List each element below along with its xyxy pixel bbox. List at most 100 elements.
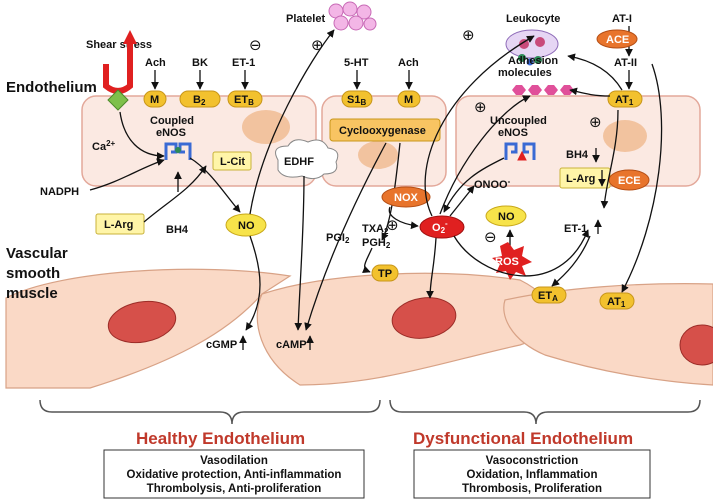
vsm-label-2: smooth <box>6 265 60 282</box>
bracket-healthy <box>39 399 381 425</box>
ach-label-2: Ach <box>398 57 419 69</box>
pgh2-label: PGH2 <box>362 237 391 250</box>
svg-text:AT1: AT1 <box>607 296 626 309</box>
shear-stress-label: Shear stress <box>86 39 152 51</box>
plus-sign-nox: ⊕ <box>386 216 399 234</box>
plus-sign-leukocyte: ⊕ <box>462 26 475 44</box>
svg-text:TP: TP <box>378 268 392 280</box>
uncoupled-label-2: eNOS <box>498 127 528 139</box>
no-molecule-dys <box>485 205 527 227</box>
minus-sign-platelet: ⊖ <box>249 36 262 54</box>
bracket-dysfunctional <box>389 399 701 425</box>
dys-line-2: Oxidation, Inflammation <box>467 469 598 481</box>
receptor-eta <box>531 286 567 304</box>
platelet-cluster-icon <box>328 1 377 31</box>
adhesion-label-1: Adhesion <box>508 55 558 67</box>
muscle-nucleus-2 <box>391 297 457 339</box>
svg-text:ACE: ACE <box>606 34 629 46</box>
cloud-icon <box>275 139 339 180</box>
enos-dimer-icon-coupled <box>164 142 192 160</box>
svg-text:L-Cit: L-Cit <box>220 156 245 168</box>
muscle-nucleus-1 <box>107 300 177 344</box>
txa2-label: TXA2 <box>362 223 389 236</box>
ca-label: Ca2+ <box>92 139 116 153</box>
adhesion-label-2: molecules <box>498 67 552 79</box>
receptor-m2 <box>397 90 421 108</box>
pgi2-label: PGI2 <box>326 232 350 245</box>
svg-text:B2: B2 <box>193 94 206 107</box>
enos-dimer-icon-uncoupled <box>504 142 536 161</box>
et1-label-dys: ET-1 <box>564 223 587 235</box>
ach-label-1: Ach <box>145 57 166 69</box>
svg-text:S1B: S1B <box>347 94 366 107</box>
nox-enzyme <box>381 186 431 208</box>
healthy-line-2: Oxidative protection, Anti-inflammation <box>127 469 342 481</box>
svg-text:AT1: AT1 <box>615 94 634 107</box>
svg-text:ETA: ETA <box>538 290 558 303</box>
receptor-b2 <box>179 90 221 108</box>
ace-enzyme <box>596 29 638 49</box>
leukocyte-label: Leukocyte <box>506 13 560 25</box>
svg-text:NOX: NOX <box>394 192 419 204</box>
svg-text:L-Arg: L-Arg <box>566 173 595 185</box>
svg-text:L-Arg: L-Arg <box>104 219 133 231</box>
coupled-label-2: eNOS <box>156 127 186 139</box>
dys-line-1: Vasoconstriction <box>486 455 579 467</box>
svg-text:ECE: ECE <box>618 175 641 187</box>
et1-label-top: ET-1 <box>232 57 255 69</box>
svg-text:Cyclooxygenase: Cyclooxygenase <box>339 125 426 137</box>
receptor-m1 <box>143 90 167 108</box>
healthy-summary-box <box>103 449 365 499</box>
dys-line-3: Thrombosis, Proliferation <box>462 483 602 495</box>
dysfunctional-title: Dysfunctional Endothelium <box>413 429 633 448</box>
plus-sign-platelet: ⊕ <box>311 36 324 54</box>
platelet-label: Platelet <box>286 13 325 25</box>
no-molecule-healthy <box>225 213 267 237</box>
receptor-at1-vsm <box>599 292 635 310</box>
plus-sign-adhesion: ⊕ <box>474 98 487 116</box>
svg-text:NO: NO <box>238 220 255 232</box>
adhesion-molecules-icon <box>512 85 574 95</box>
svg-text:NO: NO <box>498 211 515 223</box>
dysfunctional-summary-box <box>413 449 651 499</box>
edhf-label: EDHF <box>284 156 314 168</box>
5ht-label: 5-HT <box>344 57 369 69</box>
cyclooxygenase-box <box>329 118 441 142</box>
uncoupled-label-1: Uncoupled <box>490 115 547 127</box>
at1-input-label: AT-I <box>612 13 632 25</box>
vsm-label-3: muscle <box>6 285 58 302</box>
ros-burst <box>492 242 532 280</box>
bh4-label-dys: BH4 <box>566 149 589 161</box>
onoo-label: ONOO- <box>474 177 511 191</box>
bh4-label-healthy: BH4 <box>166 224 189 236</box>
vsm-label-1: Vascular <box>6 245 68 262</box>
healthy-line-1: Vasodilation <box>200 455 268 467</box>
receptor-s1b <box>341 90 373 108</box>
at2-label: AT-II <box>614 57 637 69</box>
svg-text:ROS: ROS <box>495 256 519 268</box>
receptor-etb <box>227 90 263 108</box>
camp-label: cAMP <box>276 339 307 351</box>
larg-box-healthy <box>95 213 145 235</box>
svg-text:M: M <box>150 94 159 106</box>
muscle-nucleus-3 <box>679 324 713 366</box>
minus-sign-no: ⊖ <box>484 228 497 246</box>
receptor-tp <box>371 264 399 282</box>
svg-text:ETB: ETB <box>234 94 254 107</box>
endothelium-label: Endothelium <box>6 79 97 96</box>
healthy-title: Healthy Endothelium <box>136 429 305 448</box>
healthy-line-3: Thrombolysis, Anti-proliferation <box>147 483 322 495</box>
o2-radical <box>419 215 465 239</box>
nucleus-left <box>242 110 290 144</box>
mechanoreceptor-diamond <box>107 89 129 111</box>
nucleus-right <box>603 120 647 152</box>
plus-sign-at1: ⊕ <box>589 113 602 131</box>
receptor-at1 <box>607 90 643 108</box>
lcit-box <box>212 151 252 171</box>
nucleus-middle <box>358 141 398 169</box>
nadph-label: NADPH <box>40 186 79 198</box>
cgmp-label: cGMP <box>206 339 237 351</box>
bk-label: BK <box>192 57 208 69</box>
